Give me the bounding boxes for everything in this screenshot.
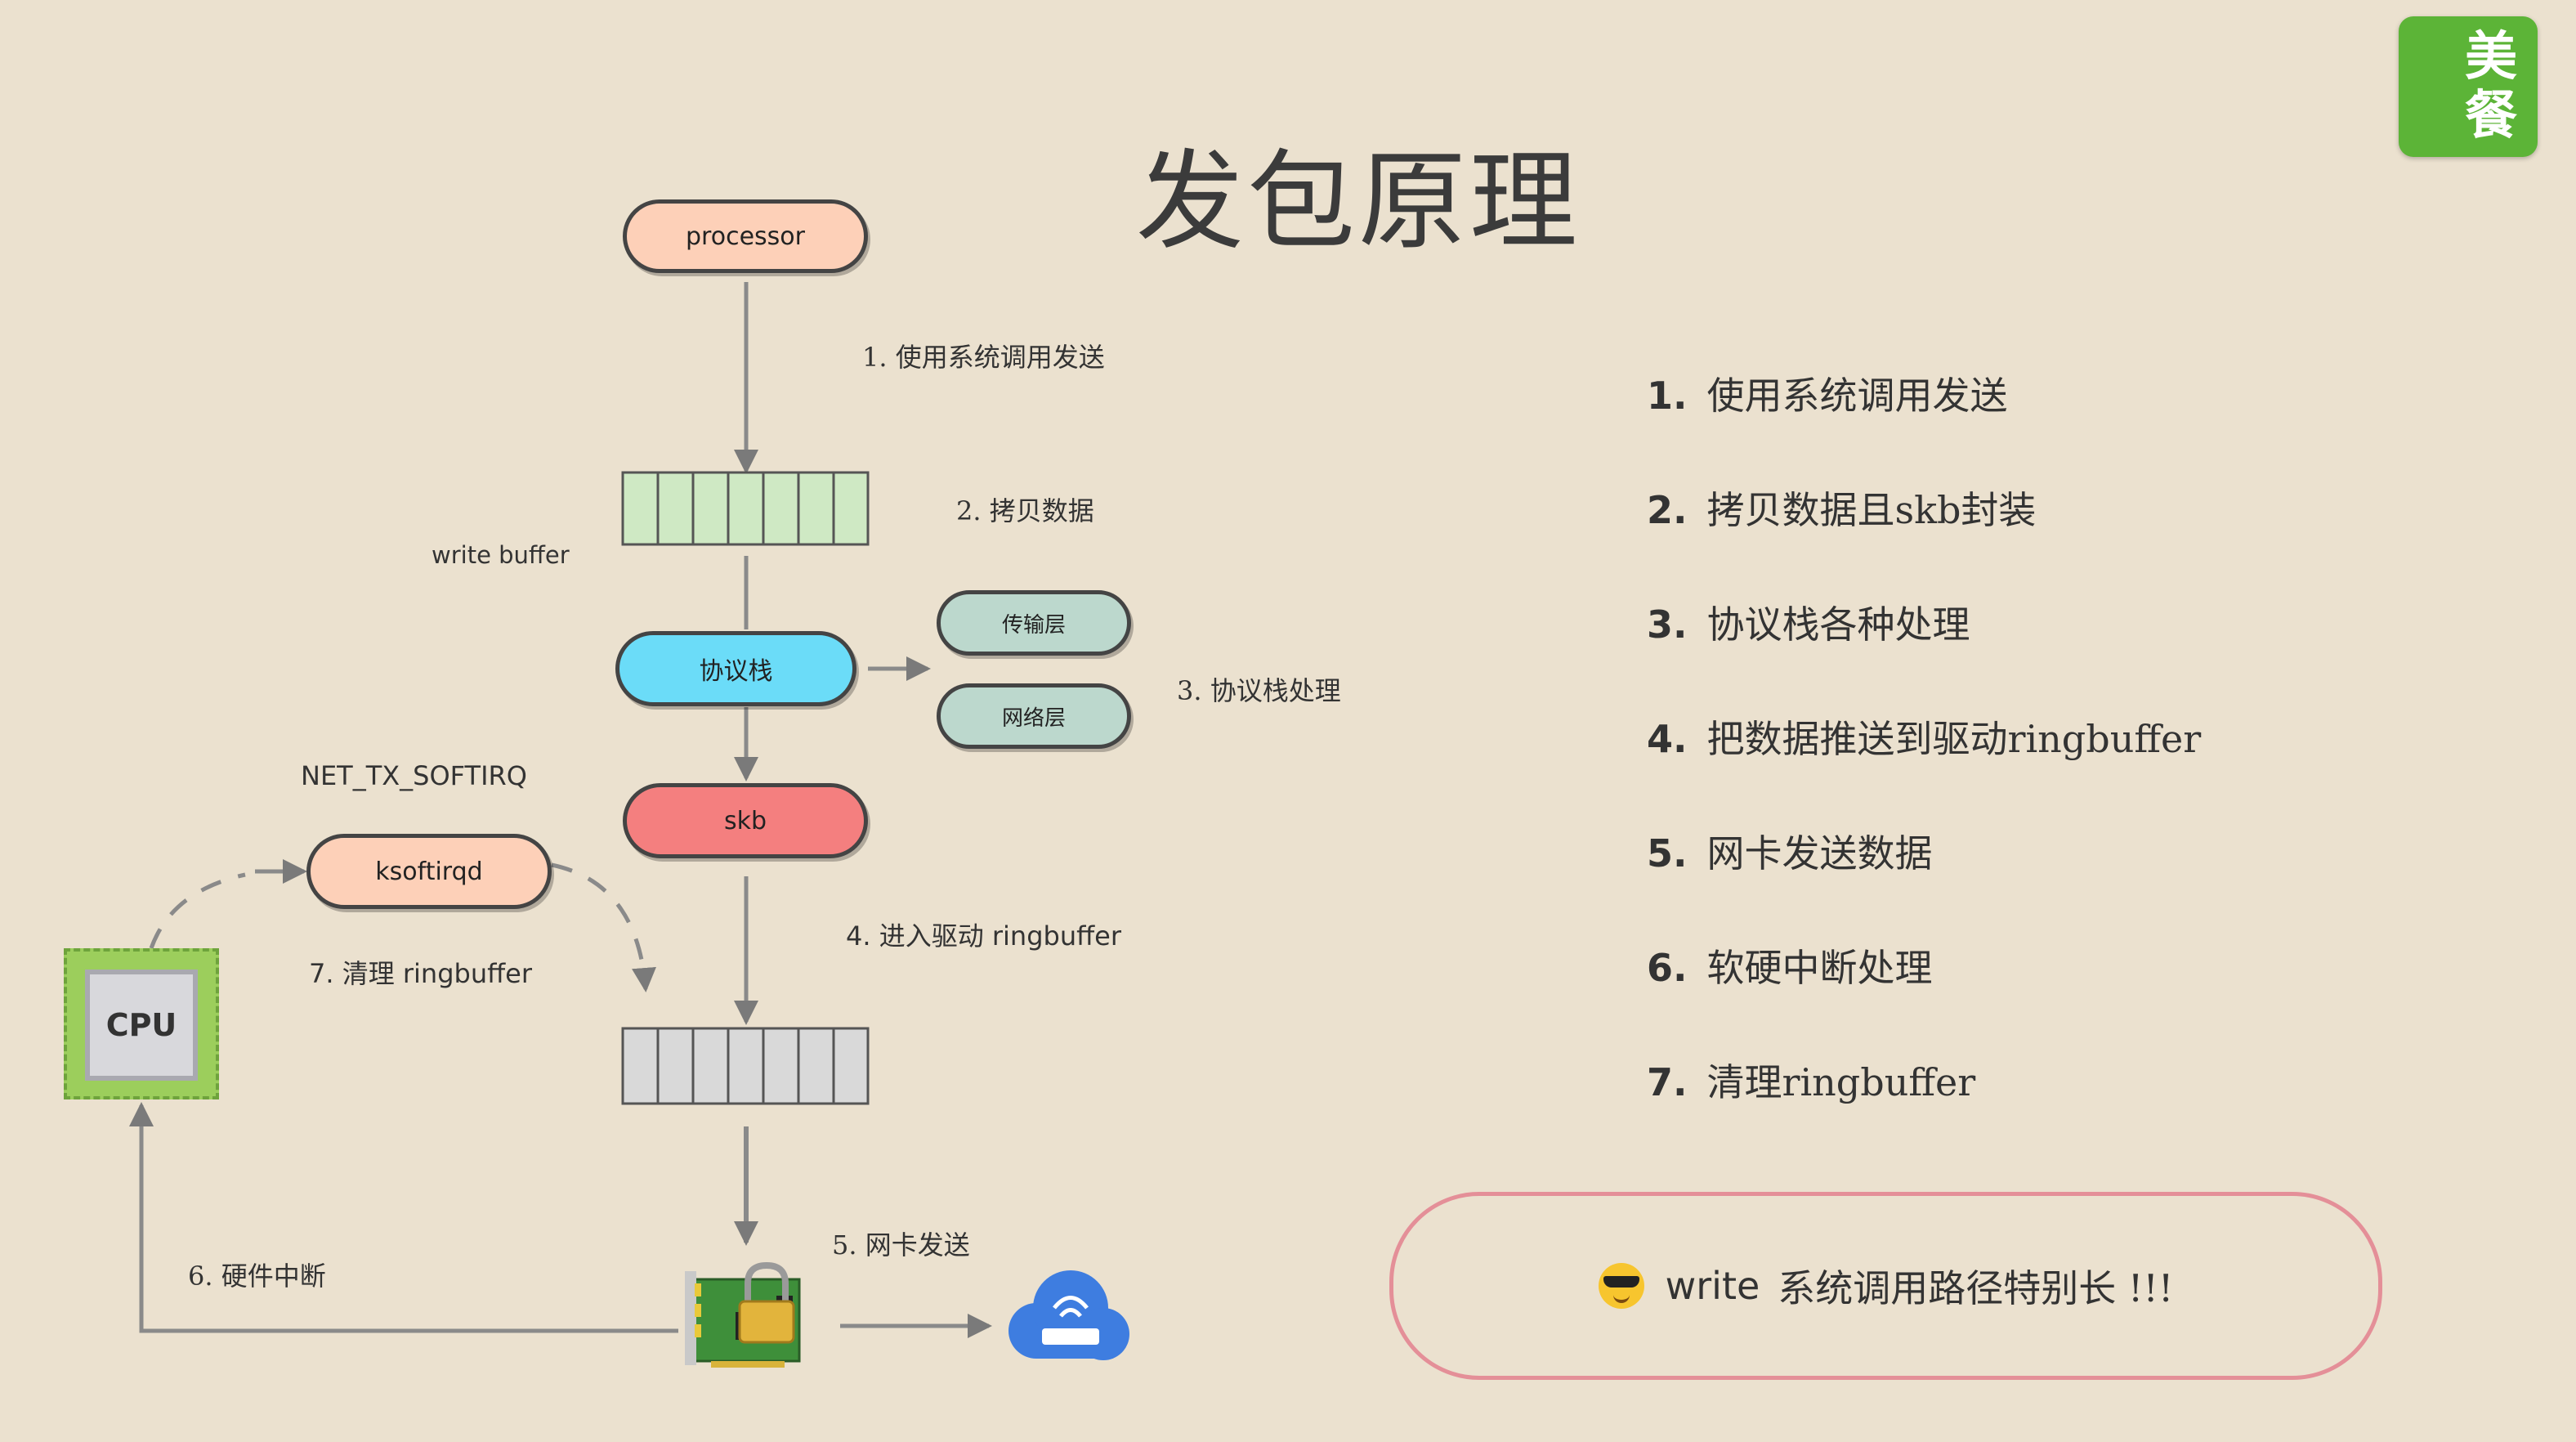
note-prefix: write [1665, 1264, 1760, 1308]
step-text: 使用系统调用发送 [1706, 374, 2008, 418]
protocol-stack-label: 协议栈 [699, 657, 773, 686]
step7-label: 7. 清理 ringbuffer [309, 958, 533, 989]
step-item: 4. 把数据推送到驱动ringbuffer [1647, 710, 2201, 764]
step-text: 网卡发送数据 [1706, 831, 1933, 876]
step-text: 把数据推送到驱动ringbuffer [1706, 717, 2202, 761]
step4-label: 4. 进入驱动 ringbuffer [846, 920, 1122, 952]
step6-label: 6. 硬件中断 [188, 1261, 326, 1292]
cpu-chip-icon: CPU [64, 948, 219, 1099]
lock-icon [738, 1261, 795, 1344]
dashed-arrow-cpu-to-ksoftirqd [149, 872, 246, 949]
processor-node: processor [623, 199, 868, 273]
note-text: 系统调用路径特别长 !!! [1778, 1266, 2174, 1310]
ringbuffer-grid [621, 1027, 870, 1105]
step-item: 1. 使用系统调用发送 [1647, 366, 2007, 420]
cloud-router-icon [1008, 1270, 1129, 1360]
step-number: 2. [1647, 488, 1688, 532]
step5-label: 5. 网卡发送 [832, 1229, 970, 1261]
step-text: 拷贝数据且skb封装 [1706, 488, 2037, 532]
processor-label: processor [686, 222, 805, 251]
step-number: 7. [1647, 1060, 1688, 1104]
ksoftirqd-node: ksoftirqd [306, 834, 552, 909]
note-box: write 系统调用路径特别长 !!! [1389, 1192, 2382, 1380]
dashed-arrow-ksoftirqd-to-ringbuffer [551, 862, 656, 992]
step-number: 5. [1647, 831, 1688, 876]
step-item: 3. 协议栈各种处理 [1647, 595, 1970, 649]
transport-layer-node: 传输层 [937, 590, 1131, 656]
net-tx-softirq-label: NET_TX_SOFTIRQ [301, 760, 527, 791]
step-number: 4. [1647, 717, 1688, 761]
step-text: 软硬中断处理 [1706, 946, 1933, 990]
write-buffer-label: write buffer [432, 541, 570, 569]
network-layer-node: 网络层 [937, 683, 1131, 749]
write-buffer-grid [621, 471, 870, 546]
step-item: 2. 拷贝数据且skb封装 [1647, 481, 2036, 535]
meican-logo: 美餐 [2399, 16, 2538, 157]
step-item: 6. 软硬中断处理 [1647, 938, 1932, 992]
step-item: 5. 网卡发送数据 [1647, 824, 1932, 878]
page-title: 发包原理 [1136, 139, 1581, 265]
transport-layer-label: 传输层 [1001, 612, 1066, 638]
step1-label: 1. 使用系统调用发送 [862, 342, 1105, 373]
step-number: 3. [1647, 602, 1688, 647]
skb-label: skb [723, 806, 767, 835]
cpu-label: CPU [85, 970, 198, 1081]
protocol-stack-node: 协议栈 [615, 631, 856, 706]
step2-label: 2. 拷贝数据 [956, 495, 1094, 526]
step-item: 7. 清理ringbuffer [1647, 1053, 1975, 1107]
ksoftirqd-label: ksoftirqd [375, 857, 483, 886]
step-text: 协议栈各种处理 [1706, 602, 1970, 647]
network-layer-label: 网络层 [1001, 705, 1066, 731]
step3-label: 3. 协议栈处理 [1177, 675, 1341, 706]
sunglasses-emoji-icon [1598, 1263, 1644, 1309]
step-number: 6. [1647, 946, 1688, 990]
step-number: 1. [1647, 374, 1688, 418]
skb-node: skb [623, 783, 868, 858]
step-text: 清理ringbuffer [1706, 1060, 1976, 1104]
logo-text: 美餐 [2465, 27, 2517, 146]
arrow-nic-to-cpu [129, 1102, 678, 1333]
